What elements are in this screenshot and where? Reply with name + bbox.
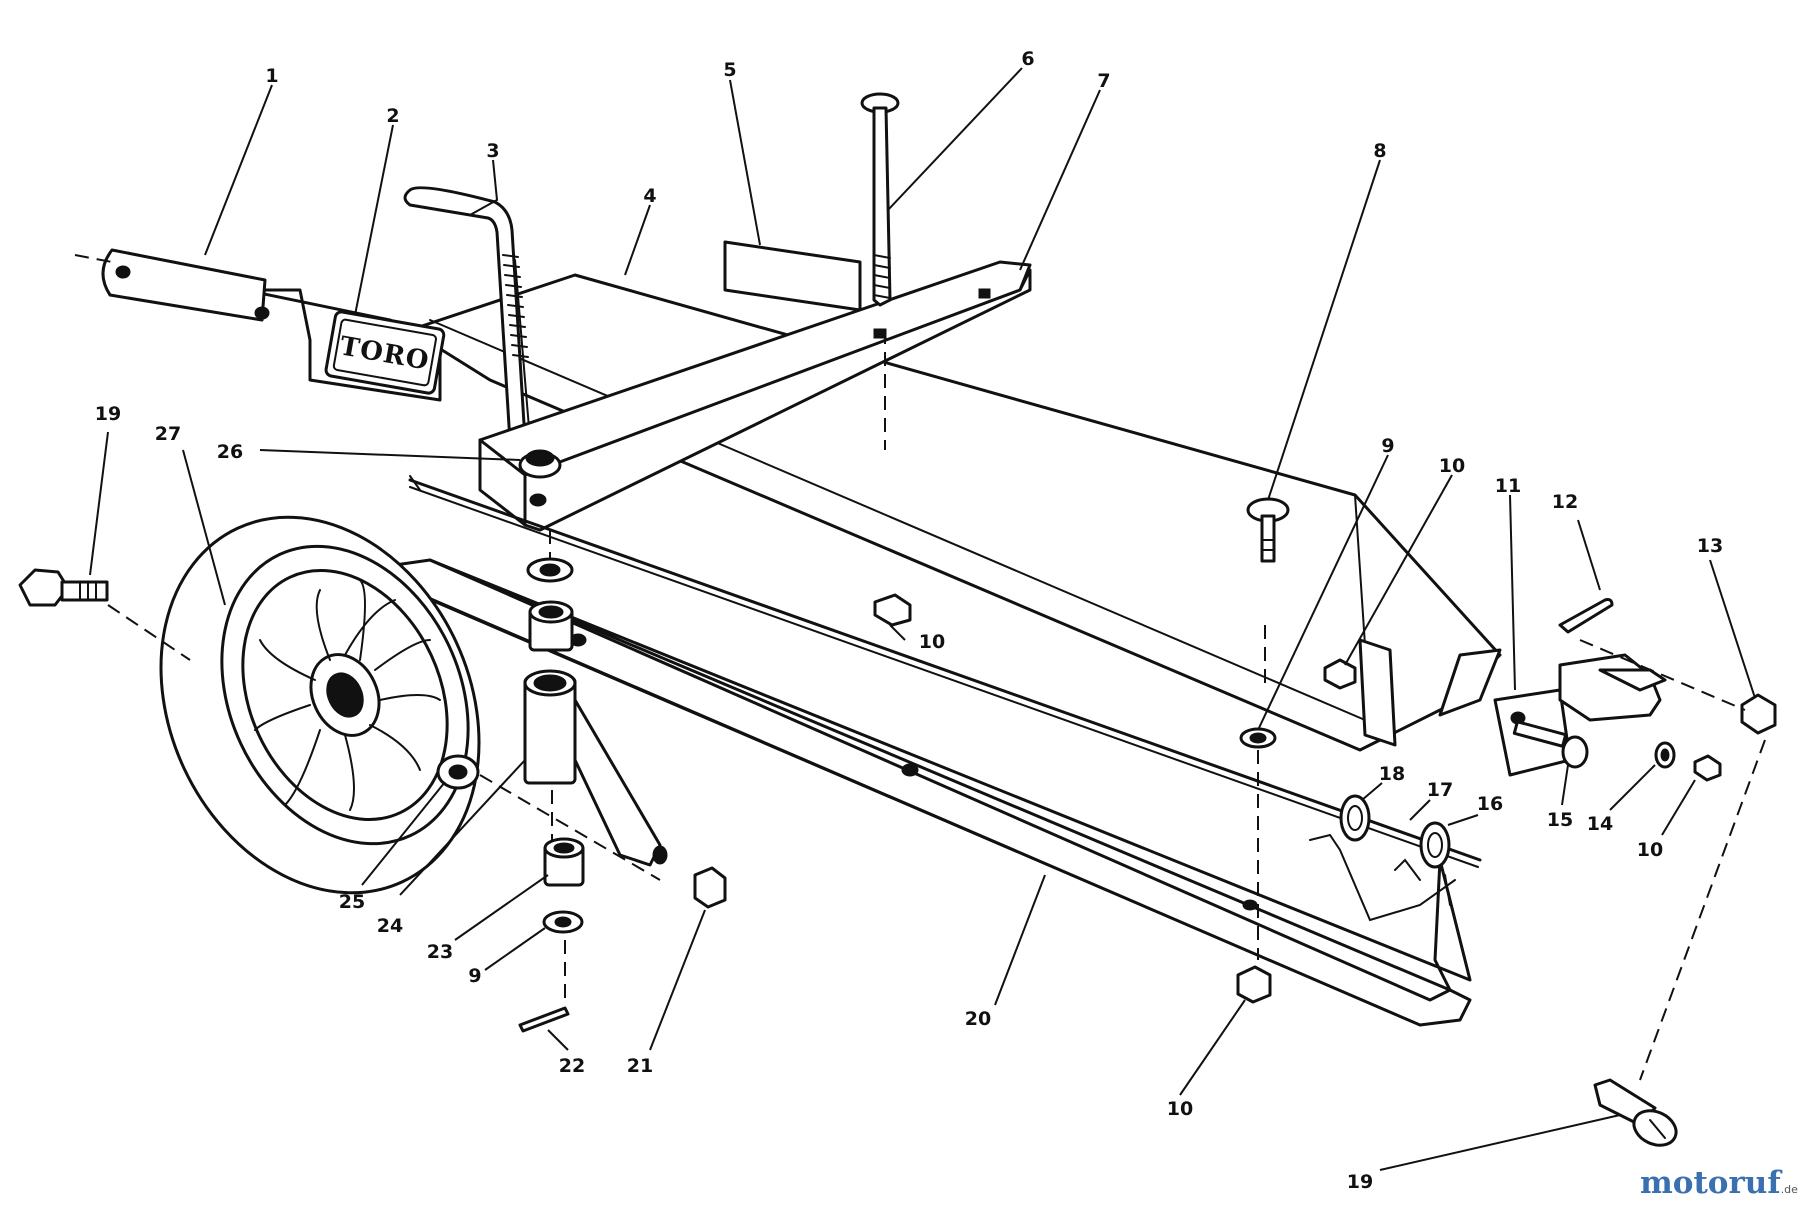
callout-15: 15 [1547, 809, 1573, 831]
callout-25: 25 [339, 891, 365, 913]
nut-13 [1740, 693, 1777, 735]
callout-10-lower: 10 [1167, 1098, 1193, 1120]
callout-22: 22 [559, 1055, 585, 1077]
washer-9-lower [542, 910, 584, 934]
callout-19-right: 19 [1347, 1171, 1373, 1193]
watermark: motoruf.de [1640, 1165, 1798, 1201]
callout-12: 12 [1552, 491, 1578, 513]
shoulder-bolt-19-right [1593, 1078, 1678, 1147]
callout-24: 24 [377, 915, 403, 937]
callout-27: 27 [155, 423, 181, 445]
callout-14: 14 [1587, 813, 1613, 835]
axle [408, 475, 1482, 868]
callout-8: 8 [1373, 140, 1386, 162]
callout-26: 26 [217, 441, 243, 463]
callout-5: 5 [723, 59, 736, 81]
shield-plate [723, 240, 862, 312]
wheel-spindle [523, 669, 668, 867]
callout-6: 6 [1021, 48, 1034, 70]
nut-21 [693, 866, 727, 909]
carriage-bolt-8 [1246, 497, 1290, 563]
nut-10-lower [1236, 965, 1272, 1004]
callout-16: 16 [1477, 793, 1503, 815]
washer-25 [436, 754, 480, 790]
callout-9-lower: 9 [468, 965, 481, 987]
callout-10-right: 10 [1637, 839, 1663, 861]
callout-19-left: 19 [95, 403, 121, 425]
callout-21: 21 [627, 1055, 653, 1077]
torsion-spring-17 [1309, 833, 1456, 922]
nut-10-center [873, 593, 912, 627]
callout-18: 18 [1379, 763, 1405, 785]
callout-20: 20 [965, 1008, 991, 1030]
spring-washer-16 [1419, 821, 1451, 869]
callout-4: 4 [643, 185, 656, 207]
watermark-name: motoruf [1640, 1165, 1782, 1201]
wheel [159, 515, 481, 895]
callout-10-center: 10 [919, 631, 945, 653]
bolt-15 [1512, 720, 1589, 769]
callout-17: 17 [1427, 779, 1453, 801]
toro-brand-plate: TORO [324, 310, 446, 395]
shoulder-bolt-19-left [18, 568, 109, 607]
svg-text:motoruf.de: motoruf.de [1640, 1165, 1798, 1201]
washer-9-upper [1239, 727, 1277, 749]
callout-10-frame: 10 [1439, 455, 1465, 477]
cotter-pin-22 [518, 1006, 570, 1033]
bracket-pivot [1558, 653, 1667, 722]
washer-14 [1654, 741, 1676, 769]
nut-10-right [1693, 754, 1722, 782]
handle-tube [101, 248, 270, 322]
cross-bar [478, 260, 1032, 532]
callout-2: 2 [386, 105, 399, 127]
nut-10-frame [1323, 658, 1357, 690]
bushing-upper [526, 557, 574, 652]
alignment-lines [74, 254, 1766, 1081]
callout-labels: 1 2 3 4 5 6 7 8 9 10 11 12 13 19 27 26 1… [95, 48, 1723, 1193]
callout-7: 7 [1097, 70, 1110, 92]
pin-12 [1558, 598, 1614, 634]
callout-9-upper: 9 [1381, 435, 1394, 457]
cap-26 [518, 449, 562, 479]
watermark-suffix: .de [1781, 1183, 1798, 1196]
callout-1: 1 [265, 65, 278, 87]
leader-lines [89, 67, 1756, 1171]
callout-3: 3 [486, 140, 499, 162]
lower-channel [393, 558, 1472, 1027]
spring-washer-18 [1339, 794, 1371, 842]
callout-13: 13 [1697, 535, 1723, 557]
callout-11: 11 [1495, 475, 1521, 497]
callout-23: 23 [427, 941, 453, 963]
bushing-23 [543, 837, 585, 887]
carriage-bolt-6 [860, 92, 900, 307]
